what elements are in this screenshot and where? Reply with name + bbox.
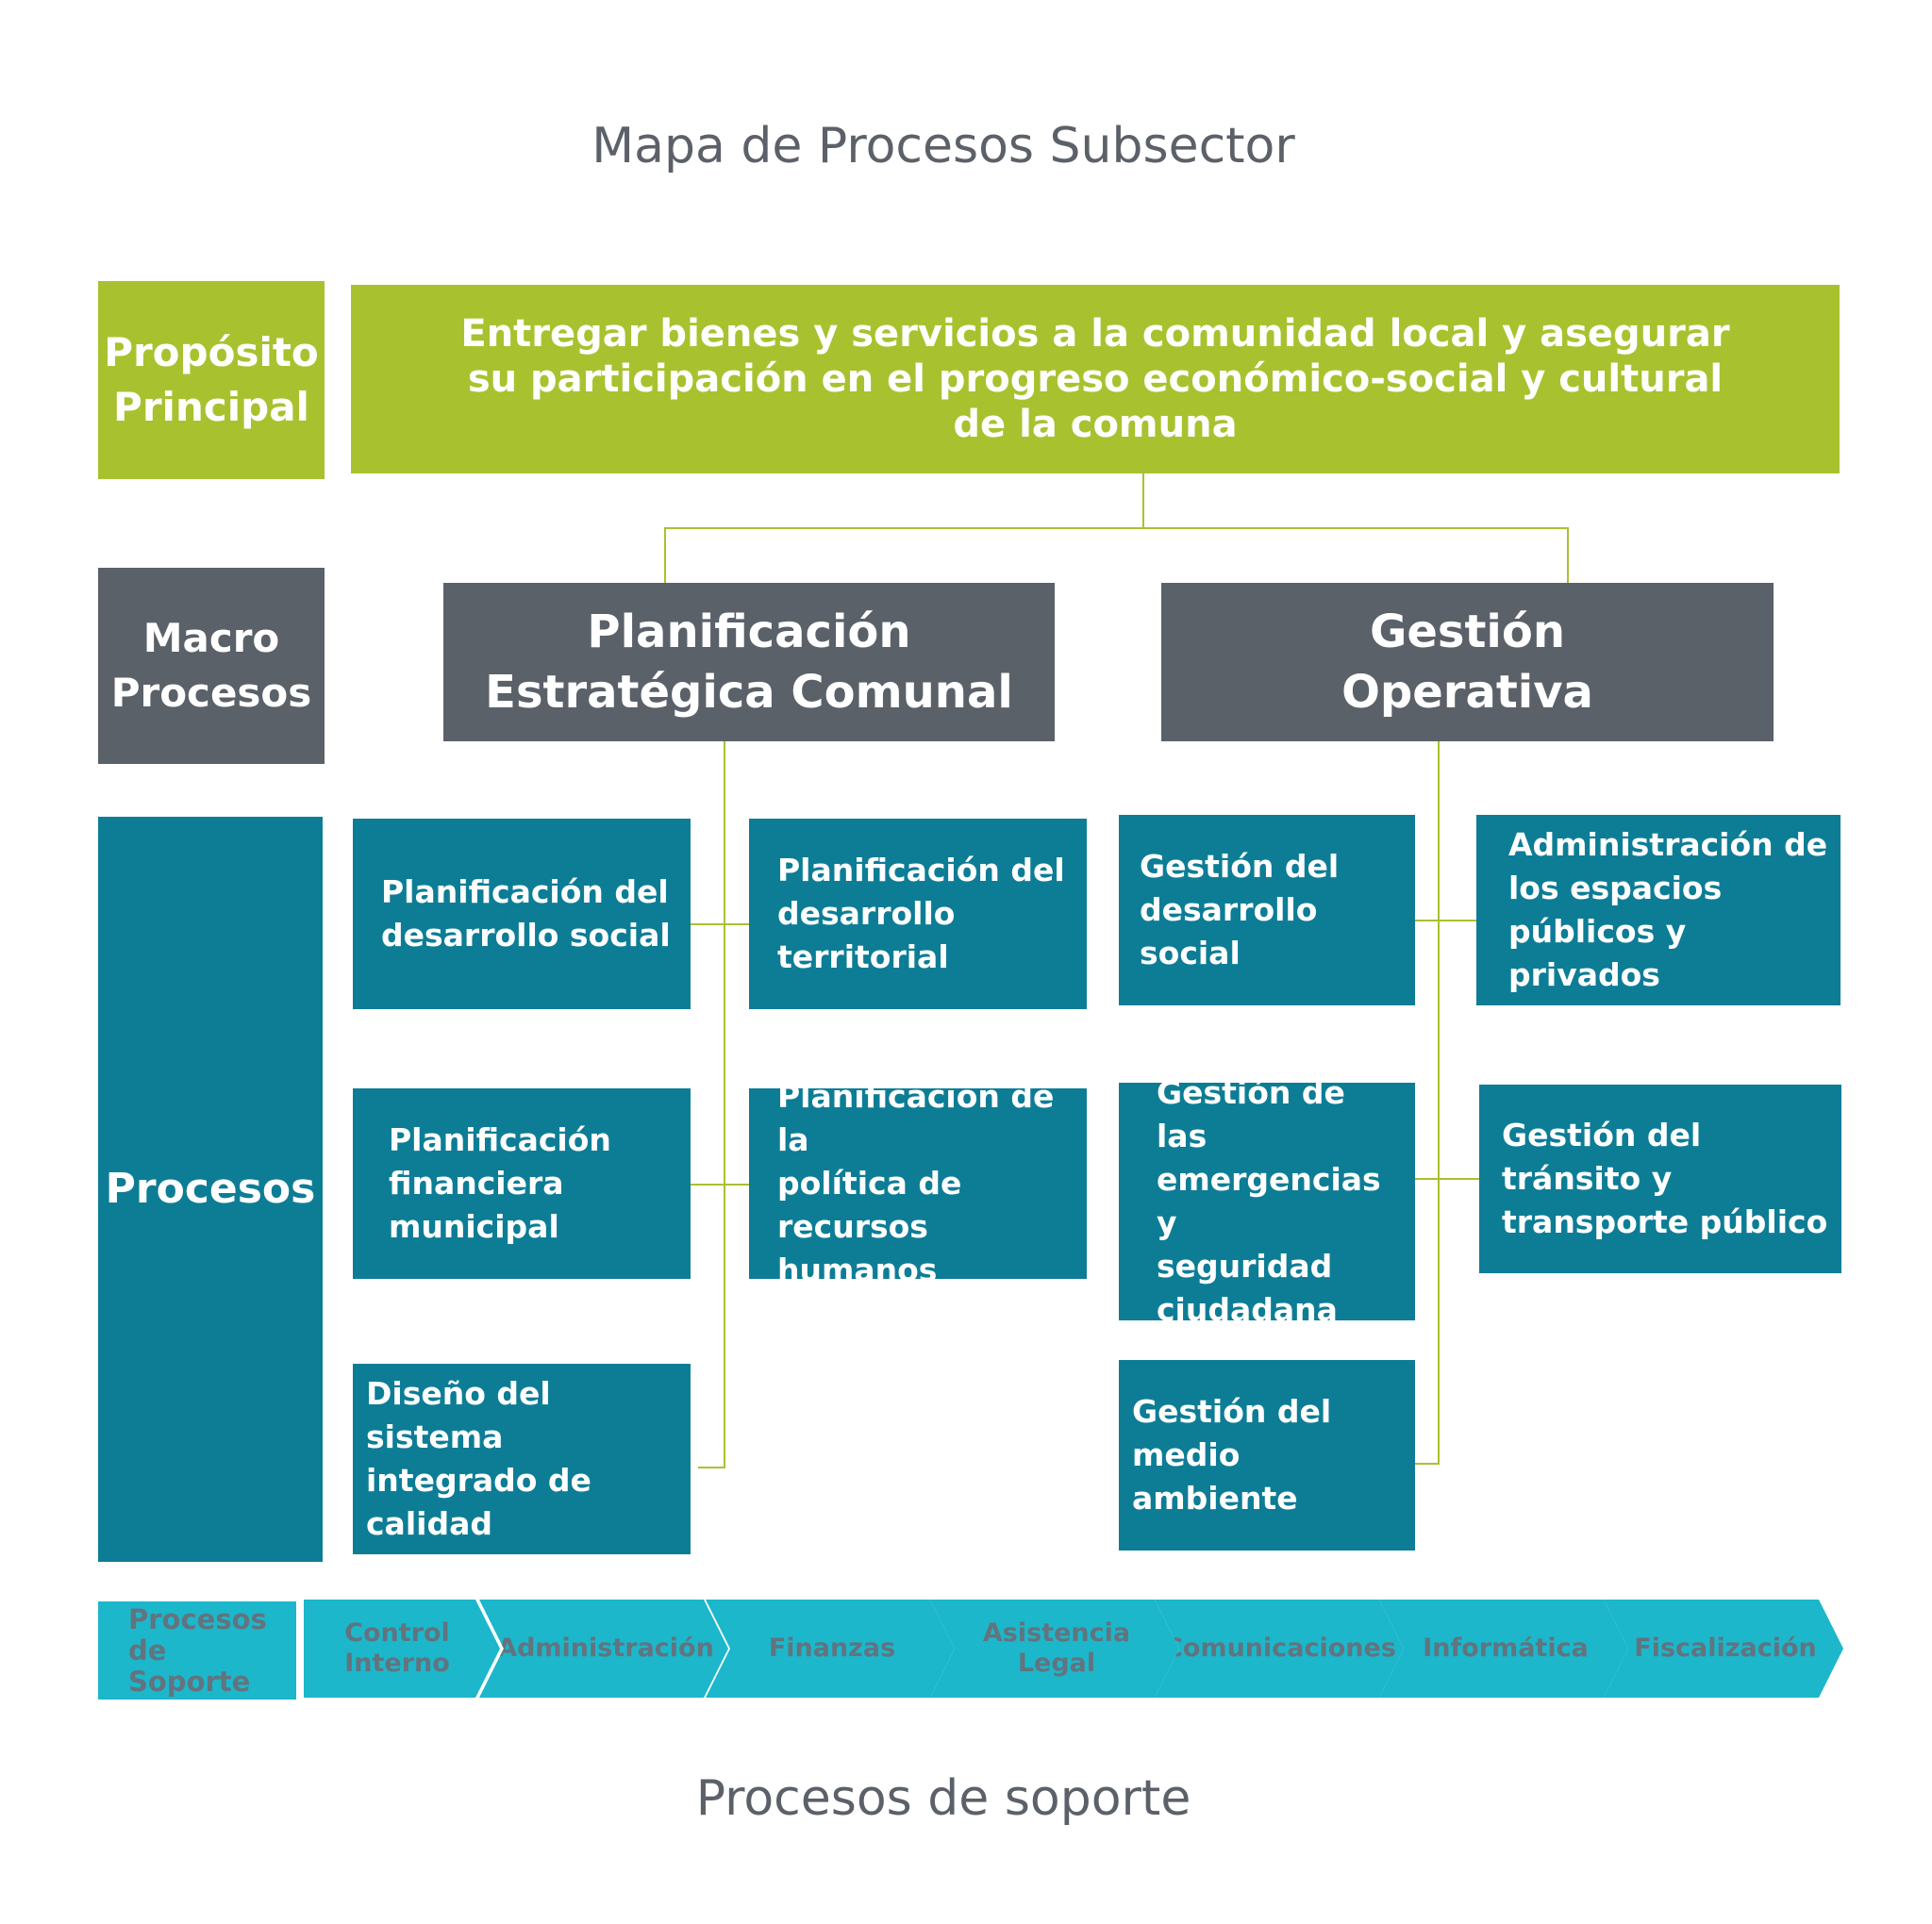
connector-left-trunk xyxy=(698,741,725,1468)
main-purpose: Entregar bienes y servicios a la comunid… xyxy=(351,285,1840,473)
footer-caption: Procesos de soporte xyxy=(695,1770,1191,1827)
process-gestion-medio-ambiente: Gestión del medio ambiente xyxy=(1119,1360,1415,1551)
connector-macros-horizontal xyxy=(664,527,1569,583)
support-processes-label: Procesos de Soporte xyxy=(98,1601,296,1700)
row-label-processes: Procesos xyxy=(98,817,323,1562)
process-gestion-transito: Gestión del tránsito y transporte públic… xyxy=(1479,1085,1841,1273)
process-planificacion-recursos-humanos: Planificación de la política de recursos… xyxy=(749,1078,1087,1288)
process-gestion-emergencias: Gestión de las emergencias y seguridad c… xyxy=(1119,1074,1415,1328)
support-process-control-interno: Control Interno xyxy=(304,1600,500,1698)
macro-process-planificacion: Planificación Estratégica Comunal xyxy=(443,583,1055,741)
support-process-comunicaciones: Comunicaciones xyxy=(1155,1600,1404,1698)
process-planificacion-financiera: Planificación financiera municipal xyxy=(353,1088,691,1279)
support-process-asistencia-legal: Asistencia Legal xyxy=(930,1600,1179,1698)
process-gestion-desarrollo-social: Gestión del desarrollo social xyxy=(1119,815,1415,1005)
row-label-purpose: Propósito Principal xyxy=(98,281,325,479)
diagram-title: Mapa de Procesos Subsector xyxy=(591,118,1295,174)
support-process-finanzas: Finanzas xyxy=(706,1600,955,1698)
connector-right-trunk xyxy=(1415,741,1440,1465)
process-diseno-sistema-calidad: Diseño del sistema integrado de calidad xyxy=(353,1364,691,1554)
macro-process-gestion: Gestión Operativa xyxy=(1161,583,1774,741)
support-process-administracion: Administración xyxy=(479,1600,728,1698)
process-administracion-espacios: Administración de los espacios públicos … xyxy=(1476,815,1840,1005)
support-process-fiscalizacion: Fiscalización xyxy=(1604,1600,1843,1698)
row-label-macro-processes: Macro Procesos xyxy=(98,568,325,764)
process-planificacion-desarrollo-territorial: Planificación del desarrollo territorial xyxy=(749,819,1087,1009)
support-process-informatica: Informática xyxy=(1379,1600,1628,1698)
process-planificacion-desarrollo-social: Planificación del desarrollo social xyxy=(353,819,691,1009)
